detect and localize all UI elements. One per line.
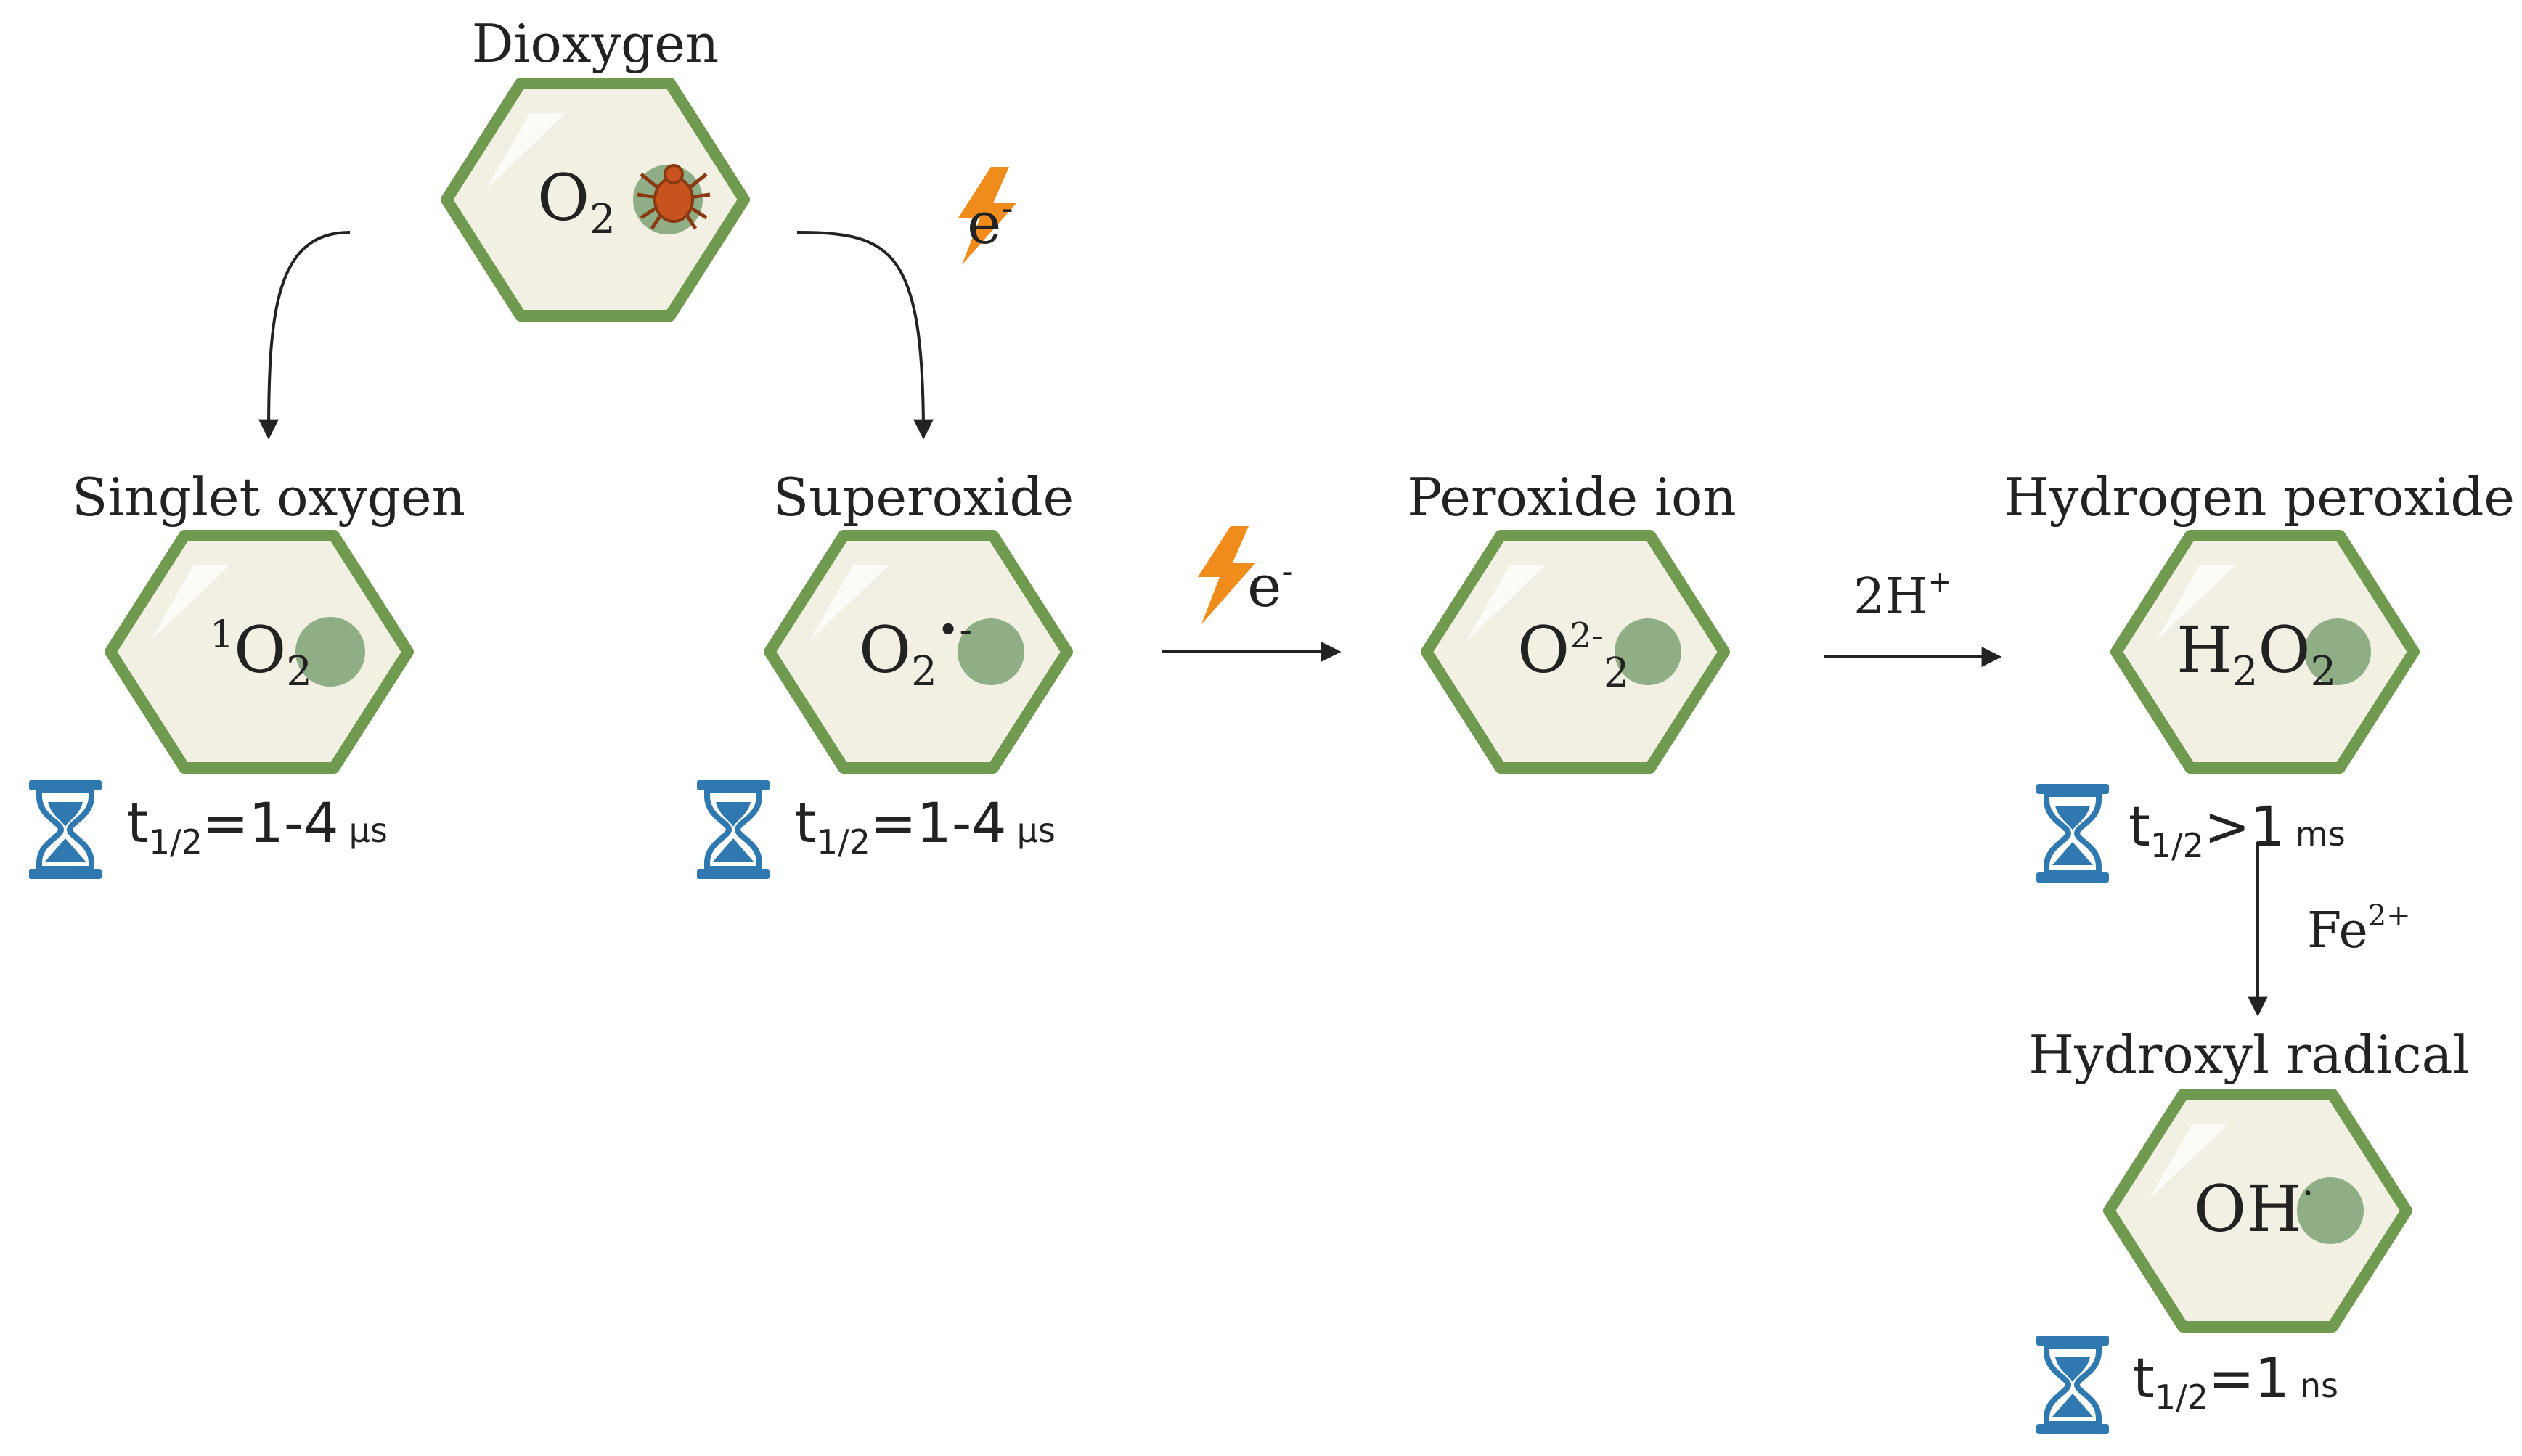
protons-label: 2H+ [1853, 565, 1952, 626]
mite-icon [637, 164, 711, 230]
superoxide-node: O2•- [764, 530, 1073, 774]
hourglass-icon [2036, 1336, 2109, 1434]
hydroxyl-radical-title: Hydroxyl radical [2028, 1024, 2469, 1085]
hydroxyl-radical-node: OH· [2103, 1089, 2412, 1333]
hydrogen-peroxide-formula: H2O2 [2176, 613, 2336, 695]
hydrogen-peroxide-title: Hydrogen peroxide [2004, 467, 2515, 528]
molecule-dot [295, 617, 365, 687]
peroxide-ion-node: O2-2 [1421, 530, 1730, 774]
arrow-to-singlet-oxygen [258, 231, 351, 440]
dioxygen-node: O2 [441, 78, 750, 322]
singlet-oxygen-node: 1O2 [105, 530, 414, 774]
hydrogen-peroxide-node: H2O2 [2110, 530, 2420, 774]
peroxide-ion-title: Peroxide ion [1407, 467, 1737, 528]
electron-label-2: e- [1247, 551, 1294, 620]
hydroxyl-radical-formula: OH· [2194, 1171, 2314, 1246]
lightning-bolt-icon [958, 167, 1016, 265]
arrow-to-superoxide [796, 231, 934, 440]
superoxide-formula: O2•- [859, 609, 972, 695]
lightning-bolt-icon [1198, 526, 1256, 624]
hourglass-icon [2036, 784, 2109, 883]
dioxygen-formula: O2 [537, 160, 616, 243]
singlet-oxygen-formula: 1O2 [210, 613, 312, 695]
hourglass-icon [29, 780, 102, 879]
peroxide-ion-formula: O2-2 [1517, 613, 1630, 697]
hourglass-icon [697, 780, 770, 879]
molecule-dot [958, 618, 1024, 685]
superoxide-title: Superoxide [773, 467, 1074, 528]
molecule-dot [1615, 618, 1681, 685]
iron-label: Fe2+ [2307, 899, 2411, 960]
molecule-dot [2304, 618, 2371, 685]
dioxygen-title: Dioxygen [472, 13, 719, 74]
electron-label-1: e- [967, 188, 1013, 257]
molecule-dot [2297, 1177, 2364, 1244]
singlet-oxygen-title: Singlet oxygen [72, 467, 465, 528]
